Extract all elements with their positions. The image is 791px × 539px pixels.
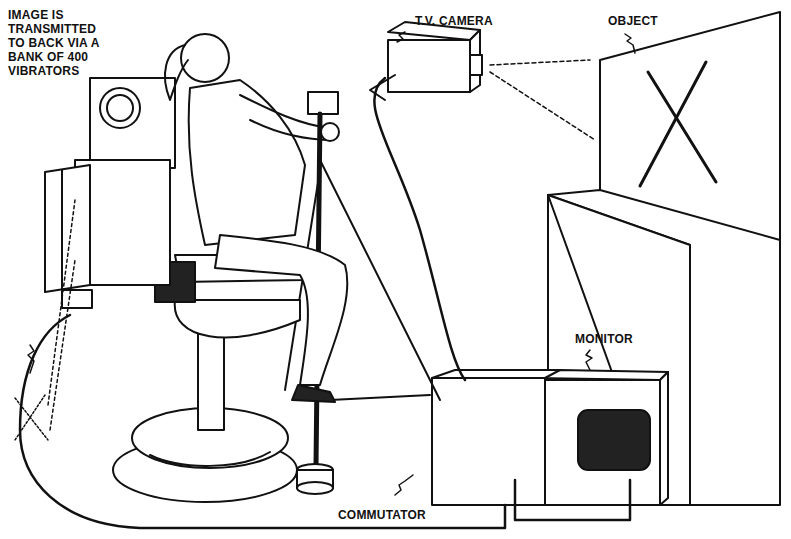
commutator-box-part — [432, 370, 560, 378]
leader-lines-part — [28, 345, 34, 373]
tactile-image-part — [50, 260, 75, 430]
object-cabinet — [548, 190, 780, 505]
tripod-part — [330, 395, 430, 400]
subject-person-part — [240, 95, 330, 128]
leader-lines-part — [586, 350, 592, 370]
callout-label: OBJECT — [608, 14, 698, 28]
subject-person-part — [215, 235, 347, 385]
chair-part — [45, 165, 90, 292]
callout-label: COMMUTATOR — [338, 508, 458, 522]
tv-camera-part — [388, 40, 470, 92]
subject-person-part — [250, 120, 332, 140]
chair-part — [90, 78, 175, 168]
subject-person-part — [181, 34, 229, 82]
subject-person-part — [165, 45, 188, 100]
subject-person-part — [292, 385, 335, 402]
monitor-box-part — [660, 372, 668, 505]
chair-part — [61, 170, 63, 290]
tripod-part — [297, 482, 333, 494]
monitor-box-part — [578, 410, 650, 470]
tactile-image-part — [48, 200, 75, 405]
commutator-box-part — [432, 378, 545, 505]
callout-label: IMAGE IS TRANSMITTED TO BACK VIA A BANK … — [8, 8, 104, 78]
cables-part — [20, 315, 505, 528]
commutator-box — [432, 370, 560, 505]
chair-part — [150, 452, 270, 466]
tv-camera-part — [490, 60, 590, 65]
leader-lines-part — [397, 32, 405, 42]
leader-lines-part — [395, 475, 413, 495]
chair-part — [62, 290, 92, 308]
chair-part — [175, 300, 300, 337]
cables-part — [515, 480, 630, 520]
subject-person-part — [321, 123, 339, 141]
tv-camera-part — [470, 55, 482, 75]
cables — [20, 78, 630, 528]
leader-lines-part — [625, 34, 635, 53]
cables-part — [374, 78, 465, 380]
object-cabinet-part — [548, 190, 780, 505]
object-panel-part — [640, 62, 706, 186]
monitor-box-part — [535, 380, 660, 505]
tv-camera-part — [370, 75, 395, 100]
subject-person — [165, 34, 347, 402]
object-cabinet-part — [547, 195, 549, 372]
tv-camera — [370, 22, 595, 140]
tripod-part — [308, 92, 338, 114]
tv-camera-part — [490, 72, 595, 140]
object-panel-part — [648, 72, 716, 182]
leader-lines — [28, 32, 635, 495]
callout-label: MONITOR — [575, 332, 665, 346]
monitor-box — [535, 370, 668, 505]
chair-part — [107, 95, 133, 121]
chair-part — [100, 88, 140, 128]
commutator-box-part — [544, 378, 546, 505]
chair — [45, 78, 315, 502]
tactile-image-part — [15, 395, 45, 440]
chair-part — [198, 330, 224, 430]
tactile-image — [15, 200, 75, 440]
subject-person-part — [189, 80, 305, 245]
callout-label: T.V. CAMERA — [415, 14, 535, 28]
